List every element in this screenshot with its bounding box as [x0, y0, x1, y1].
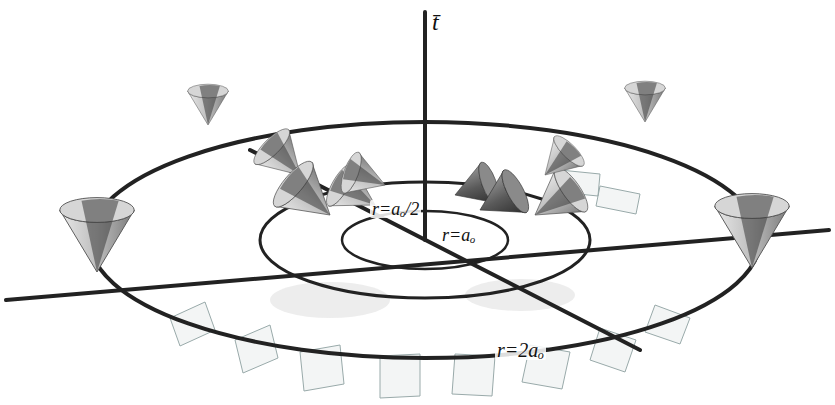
radius-label: r=2aₒ	[495, 340, 546, 360]
time-bars	[170, 170, 690, 398]
axis-label: t̄	[430, 10, 441, 34]
radius-circles	[90, 122, 760, 358]
radius-label: r=aₒ	[440, 226, 477, 244]
axes	[6, 12, 829, 350]
radius-label: r=aₒ/2	[370, 200, 421, 218]
light-cones	[60, 81, 789, 272]
